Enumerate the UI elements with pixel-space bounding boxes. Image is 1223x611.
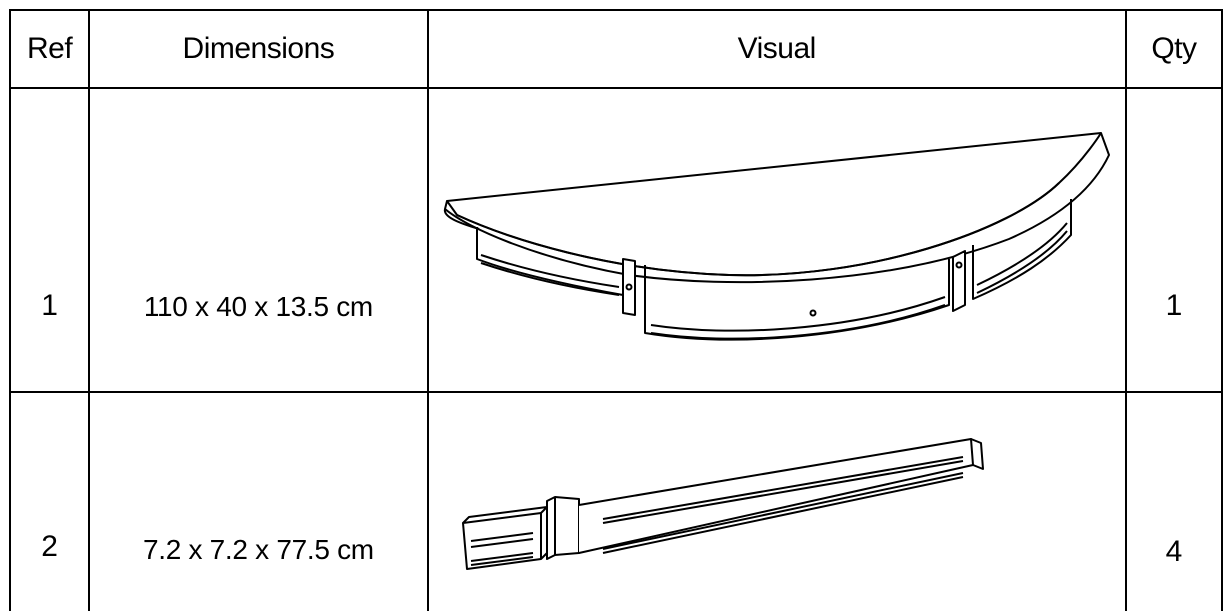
- table-row: 1 110 x 40 x 13.5 cm: [8, 87, 1223, 393]
- row-visual: [426, 391, 1127, 611]
- row-qty: 4: [1165, 535, 1183, 568]
- table-row: 2 7.2 x 7.2 x 77.5 cm: [8, 391, 1223, 611]
- row-ref: 1: [41, 289, 58, 322]
- row-qty: 1: [1165, 288, 1183, 322]
- row-dimensions: 110 x 40 x 13.5 cm: [143, 290, 373, 322]
- header-ref: Ref: [8, 9, 91, 89]
- row-ref: 2: [41, 530, 58, 563]
- parts-table: Ref Dimensions Visual Qty 1 110 x 40 x 1…: [8, 9, 1223, 611]
- tapered-leg-illustration: [461, 438, 984, 570]
- header-visual: Visual: [426, 9, 1127, 89]
- half-round-tabletop-illustration: [443, 132, 1110, 341]
- header-row: Ref Dimensions Visual Qty: [8, 9, 1223, 89]
- header-qty: Qty: [1124, 9, 1223, 89]
- row-dimensions: 7.2 x 7.2 x 77.5 cm: [142, 534, 374, 565]
- row-visual: [426, 87, 1127, 393]
- header-dimensions: Dimensions: [88, 9, 429, 89]
